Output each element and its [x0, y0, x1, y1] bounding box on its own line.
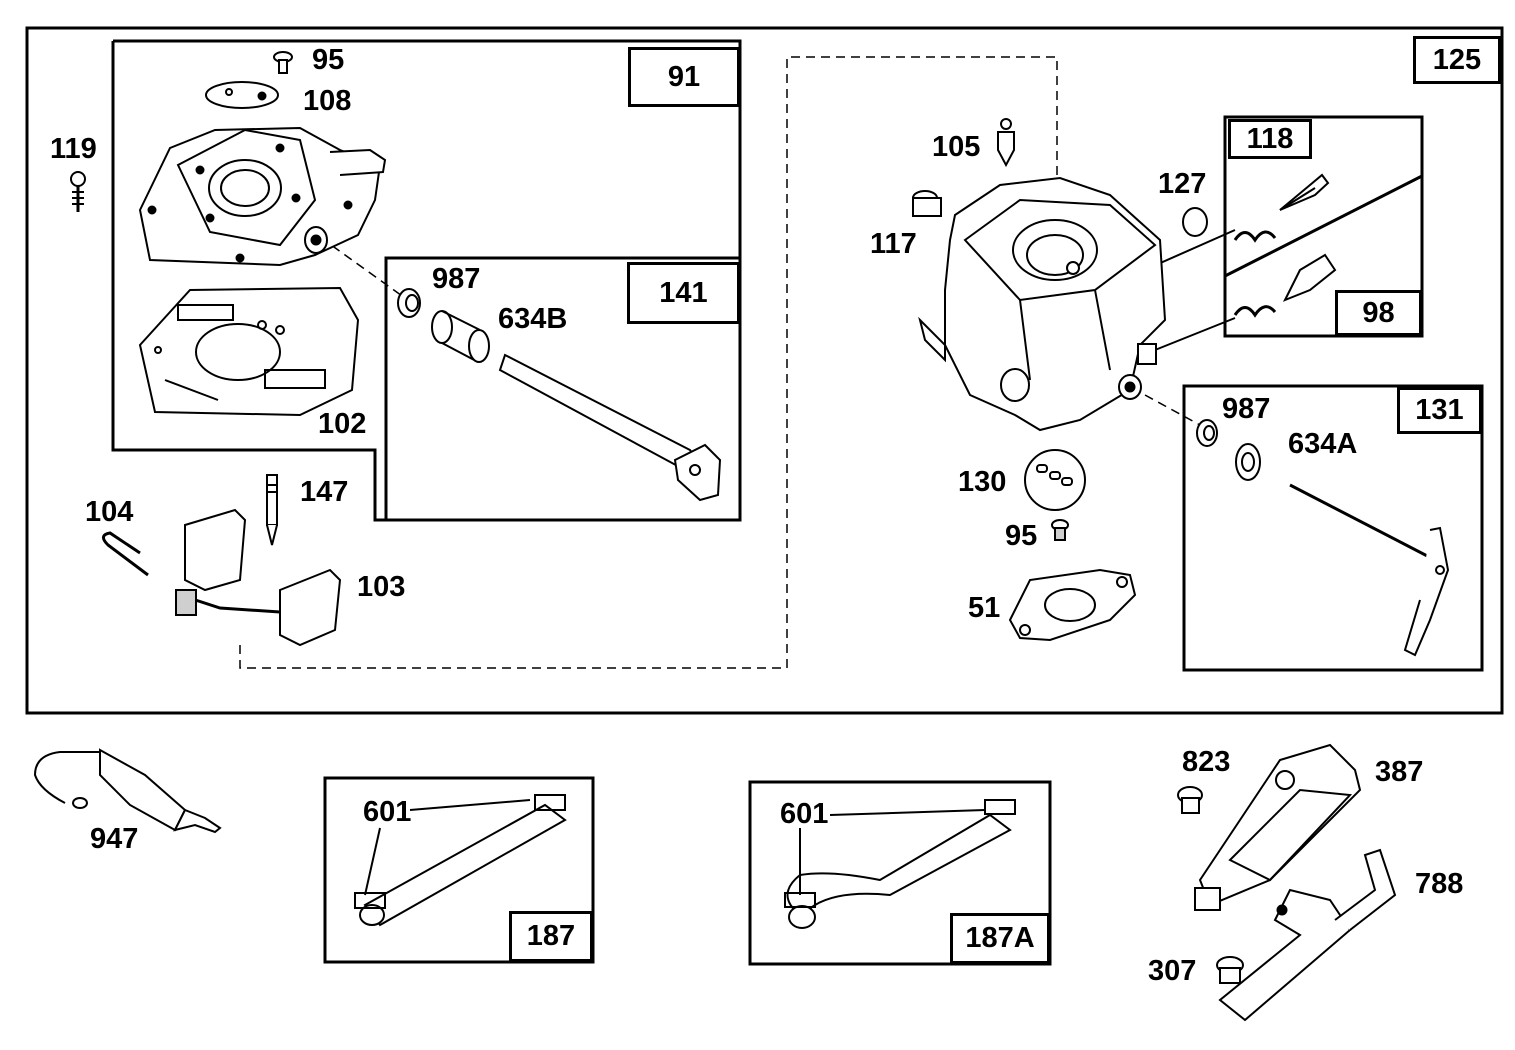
callout-95-bottom: 95: [1005, 520, 1038, 552]
callout-103: 103: [357, 571, 406, 603]
callout-117: 117: [870, 228, 917, 260]
screw-95-bottom: [1051, 519, 1069, 541]
plug-117: [912, 190, 942, 217]
callout-601-left: 601: [363, 796, 412, 828]
seal-987-left: [397, 288, 421, 318]
screw-307: [1216, 956, 1244, 984]
callout-387: 387: [1375, 756, 1424, 788]
bushing-634b: [431, 310, 490, 363]
callout-108: 108: [303, 85, 352, 117]
callout-634b: 634B: [498, 303, 568, 335]
callout-119: 119: [50, 133, 97, 165]
callout-307: 307: [1148, 955, 1197, 987]
callout-105: 105: [932, 131, 981, 163]
group-187-frame: [323, 776, 595, 964]
kit-box-91: 91: [628, 47, 740, 107]
callout-601-right: 601: [780, 798, 829, 830]
idle-mixture-screw-118: [1233, 173, 1330, 243]
kit-box-187: 187: [509, 911, 593, 962]
kit-box-187a: 187A: [950, 913, 1050, 964]
callout-947: 947: [90, 823, 139, 855]
seal-987-right: [1196, 419, 1218, 447]
group-91-frame: [111, 39, 742, 522]
fuel-line-187: [354, 794, 567, 927]
screw-119: [70, 171, 86, 212]
clip-104: [102, 531, 149, 577]
callout-823: 823: [1182, 746, 1231, 778]
callout-104: 104: [85, 496, 134, 528]
screw-95-top: [273, 51, 293, 74]
choke-shaft-634a: [1289, 483, 1450, 657]
float-103: [175, 508, 342, 647]
needle-105: [997, 118, 1015, 168]
group-141-frame: [384, 256, 742, 522]
kit-box-141: 141: [627, 262, 740, 324]
carburetor-main-body: [918, 176, 1167, 432]
callout-130: 130: [958, 466, 1007, 498]
solenoid-947: [33, 748, 222, 834]
fuel-line-187a: [784, 799, 1016, 929]
group-118-frame: [1223, 115, 1424, 338]
callout-788: 788: [1415, 868, 1464, 900]
dashed-connector: [239, 56, 1058, 669]
bushing-634a: [1235, 443, 1261, 481]
callout-634a: 634A: [1288, 428, 1358, 460]
callout-51: 51: [968, 592, 1001, 624]
throttle-shaft-634b: [498, 353, 722, 502]
callout-987-left: 987: [432, 263, 481, 295]
group-131-frame: [1182, 384, 1484, 672]
gasket-102: [138, 286, 360, 417]
fuel-pump-387: [1194, 743, 1362, 911]
callout-147: 147: [300, 476, 349, 508]
main-frame: [25, 26, 1504, 715]
group-187a-frame: [748, 780, 1052, 966]
carburetor-upper-body: [138, 126, 387, 267]
gasket-51: [1008, 568, 1137, 642]
callout-127: 127: [1158, 168, 1207, 200]
callout-95-top: 95: [312, 44, 345, 76]
kit-box-131: 131: [1397, 387, 1482, 434]
callout-102: 102: [318, 408, 367, 440]
callout-987-right: 987: [1222, 393, 1271, 425]
gasket-108: [205, 81, 279, 109]
diaphragm-130: [1024, 449, 1086, 511]
screw-823: [1177, 786, 1203, 814]
kit-box-118: 118: [1228, 119, 1312, 159]
welch-plug-127: [1182, 207, 1208, 237]
bracket-788: [1218, 848, 1397, 1022]
kit-box-125: 125: [1413, 36, 1501, 84]
kit-box-98: 98: [1335, 290, 1422, 336]
pin-147: [266, 474, 278, 546]
main-mixture-screw-98: [1233, 253, 1337, 318]
